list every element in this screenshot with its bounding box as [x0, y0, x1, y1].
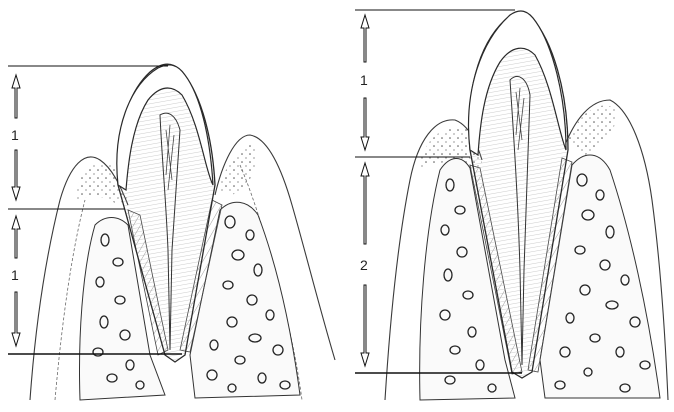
left-lower-label: 1: [10, 267, 20, 283]
left-upper-label: 1: [10, 127, 20, 143]
left-tooth-panel: [8, 64, 335, 400]
right-upper-label: 1: [359, 72, 369, 88]
left-gum-stipple-right: [218, 144, 257, 195]
right-tooth-panel: [355, 10, 668, 400]
right-gum-stipple-right: [568, 106, 616, 155]
right-lower-label: 2: [359, 257, 369, 273]
